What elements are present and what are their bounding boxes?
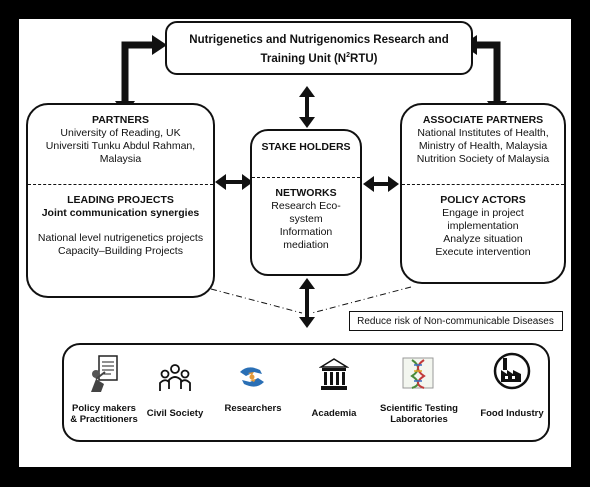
policy-actors-line-1: Engage in project xyxy=(442,207,524,219)
partners-heading: PARTNERS xyxy=(92,114,149,126)
arrow-center-right xyxy=(363,176,399,192)
goal-text: Reduce risk of Non-communicable Diseases xyxy=(357,316,554,327)
diagram-canvas: Nutrigenetics and Nutrigenomics Research… xyxy=(19,19,571,467)
audience-label-food-industry: Food Industry xyxy=(474,408,550,419)
associate-partners-box: ASSOCIATE PARTNERS National Institutes o… xyxy=(400,103,566,284)
audience-label-academia-line-1: Academia xyxy=(311,408,357,419)
audience-label-policy-makers-line-1: Policy makers xyxy=(72,403,136,414)
stakeholders-box: STAKE HOLDERS NETWORKS Research Eco- sys… xyxy=(250,129,362,276)
title-line-2-prefix: Training Unit (N xyxy=(260,52,347,65)
audiences-box xyxy=(62,343,550,442)
networks-line-3: Information xyxy=(279,226,333,238)
audience-label-researchers: Researchers xyxy=(218,403,288,414)
audience-label-policy-makers: Policy makers & Practitioners xyxy=(63,403,145,425)
associate-partners-section: ASSOCIATE PARTNERS National Institutes o… xyxy=(402,114,564,166)
audience-label-civil-society-line-1: Civil Society xyxy=(146,408,204,419)
networks-line-4: mediation xyxy=(283,239,329,251)
policy-actors-section: POLICY ACTORS Engage in project implemen… xyxy=(402,194,564,259)
partners-line-1: University of Reading, UK xyxy=(60,127,181,139)
policy-actors-heading: POLICY ACTORS xyxy=(440,194,526,206)
title-line-1: Nutrigenetics and Nutrigenomics Research… xyxy=(189,34,449,46)
audience-label-researchers-line-1: Researchers xyxy=(224,403,282,414)
audience-label-scientific-testing-line-2: Laboratories xyxy=(390,414,448,425)
partners-divider xyxy=(28,184,213,185)
dashed-converging-lines xyxy=(210,286,412,314)
title-box: Nutrigenetics and Nutrigenomics Research… xyxy=(165,21,473,75)
associate-divider xyxy=(402,184,564,185)
stakeholders-heading: STAKE HOLDERS xyxy=(261,141,351,153)
policy-actors-line-2: implementation xyxy=(447,220,519,232)
factory-icon xyxy=(493,352,531,390)
arrow-center-top xyxy=(299,86,315,128)
arrow-center-bottom xyxy=(299,278,315,328)
partners-box: PARTNERS University of Reading, UK Unive… xyxy=(26,103,215,298)
leading-projects-subheading: Joint communication synergies xyxy=(41,207,200,219)
title-line-2-suffix: RTU) xyxy=(350,52,378,65)
policy-document-icon xyxy=(91,355,118,392)
researchers-hands-icon xyxy=(240,367,264,387)
partners-line-3: Malaysia xyxy=(99,153,142,165)
leading-projects-line-2: Capacity–Building Projects xyxy=(58,245,183,257)
networks-line-1: Research Eco- xyxy=(271,200,341,212)
goal-box: Reduce risk of Non-communicable Diseases xyxy=(349,311,563,331)
associate-partners-line-1: National Institutes of Health, xyxy=(417,127,549,139)
associate-partners-line-2: Ministry of Health, Malaysia xyxy=(418,140,548,152)
audience-label-scientific-testing: Scientific Testing Laboratories xyxy=(373,403,465,425)
policy-actors-line-3: Analyze situation xyxy=(443,233,523,245)
stakeholders-divider xyxy=(252,177,360,178)
people-group-icon xyxy=(159,364,191,391)
audience-label-food-industry-line-1: Food Industry xyxy=(480,408,544,419)
audience-label-scientific-testing-line-1: Scientific Testing xyxy=(380,403,458,414)
title-text: Nutrigenetics and Nutrigenomics Research… xyxy=(167,32,471,67)
arrow-left-center xyxy=(215,174,253,190)
partners-line-2: Universiti Tunku Abdul Rahman, xyxy=(45,140,196,152)
audience-label-civil-society: Civil Society xyxy=(141,408,209,419)
networks-section: NETWORKS Research Eco- system Informatio… xyxy=(252,187,360,252)
laboratory-dna-icon xyxy=(402,357,434,389)
policy-actors-line-4: Execute intervention xyxy=(435,246,531,258)
associate-partners-line-3: Nutrition Society of Malaysia xyxy=(416,153,550,165)
leading-projects-line-1: National level nutrigenetics projects xyxy=(37,232,204,244)
associate-partners-heading: ASSOCIATE PARTNERS xyxy=(422,114,544,126)
title-superscript: 2 xyxy=(346,52,351,59)
partners-section: PARTNERS University of Reading, UK Unive… xyxy=(28,114,213,166)
audience-label-academia: Academia xyxy=(301,408,367,419)
audience-label-policy-makers-line-2: & Practitioners xyxy=(70,414,138,425)
networks-line-2: system xyxy=(289,213,323,225)
academia-building-icon xyxy=(319,358,349,390)
networks-heading: NETWORKS xyxy=(275,187,337,199)
leading-projects-section: LEADING PROJECTS Joint communication syn… xyxy=(28,194,213,258)
leading-projects-heading: LEADING PROJECTS xyxy=(67,194,174,206)
